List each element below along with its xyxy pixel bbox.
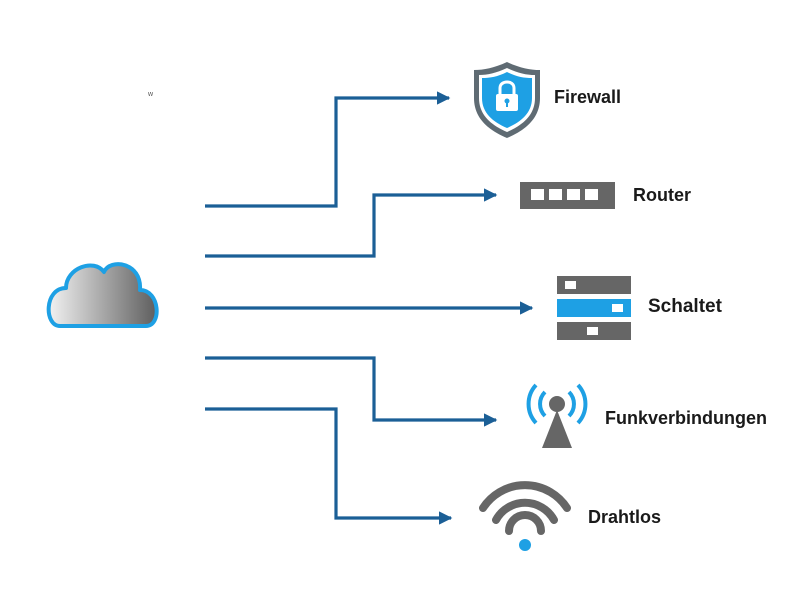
node-label-wireless: Drahtlos: [588, 507, 662, 527]
node-label-firewall: Firewall: [554, 87, 622, 107]
shield-lock-icon: [474, 62, 540, 138]
connector-firewall: [205, 91, 451, 208]
connector-radio: [205, 356, 498, 427]
corner-mark: w: [148, 91, 154, 98]
wifi-icon: [479, 481, 571, 551]
node-label-switch: Schaltet: [648, 296, 722, 317]
radio-tower-icon: [526, 383, 588, 448]
cloud-icon: [46, 262, 159, 328]
switch-icon: [557, 276, 631, 340]
connector-router: [205, 188, 498, 258]
node-label-radio: Funkverbindungen: [605, 408, 767, 428]
router-icon: [520, 182, 615, 209]
connectors: [205, 91, 534, 525]
node-label-router: Router: [633, 185, 691, 205]
connector-wireless: [205, 407, 453, 525]
